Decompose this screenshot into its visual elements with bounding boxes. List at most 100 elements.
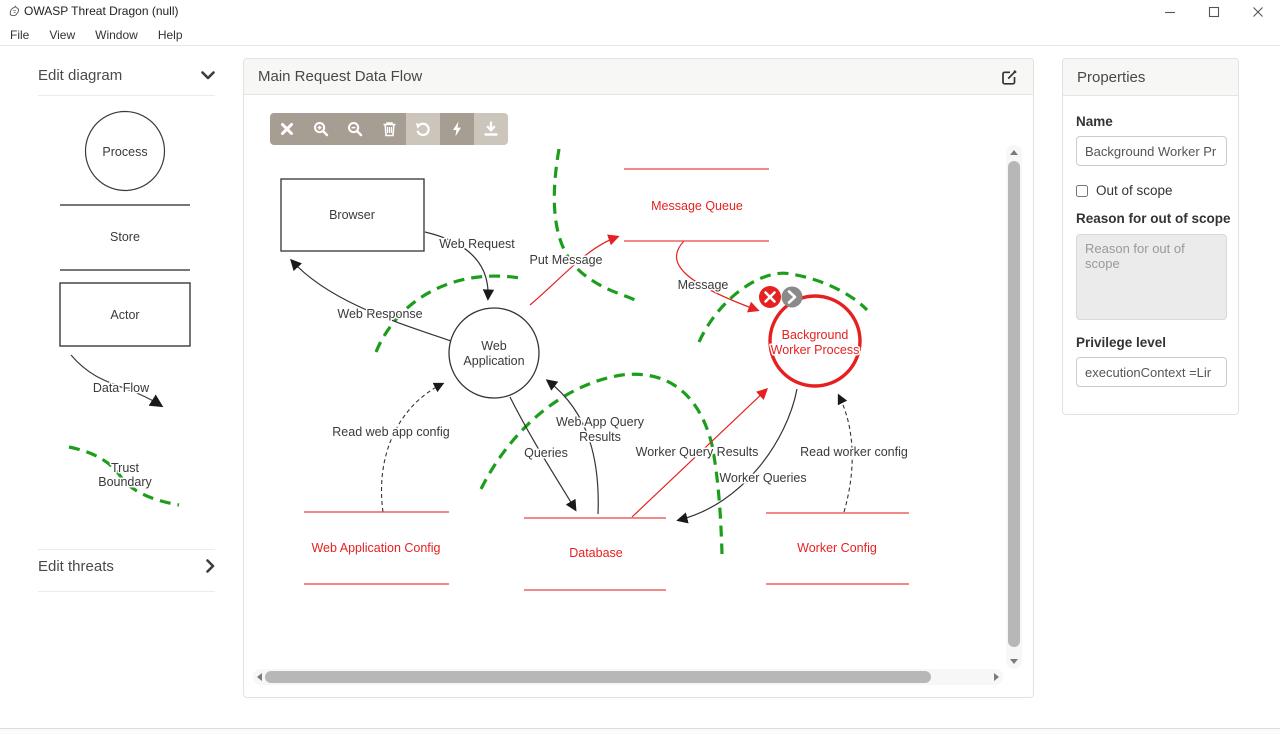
horizontal-scrollbar[interactable] — [253, 669, 1003, 685]
trust-boundary-3[interactable] — [697, 271, 869, 343]
edit-pencil-square-icon[interactable] — [1000, 68, 1018, 86]
window-controls — [1148, 0, 1280, 24]
maximize-button[interactable] — [1192, 0, 1236, 24]
svg-text:Actor: Actor — [110, 308, 139, 322]
flow-message[interactable] — [675, 240, 760, 313]
data-flow-diagram[interactable]: Browser Web Application Message Queue Ba… — [244, 145, 1006, 669]
privilege-level-input[interactable] — [1076, 357, 1227, 387]
trash-icon[interactable] — [372, 113, 406, 145]
link-element-button[interactable] — [781, 286, 803, 308]
scroll-up-arrow[interactable] — [1010, 150, 1018, 155]
stencil-data-flow[interactable]: Data Flow — [70, 354, 164, 408]
node-web-application[interactable]: Web Application — [448, 307, 540, 399]
edit-threats-header[interactable]: Edit threats — [38, 551, 215, 581]
close-icon[interactable] — [270, 113, 304, 145]
edit-diagram-label: Edit diagram — [38, 66, 123, 84]
flow-label: Worker Query Results — [636, 445, 759, 459]
properties-header: Properties — [1063, 59, 1238, 96]
svg-text:Store: Store — [110, 230, 140, 244]
node-worker-config[interactable]: Worker Config — [766, 512, 909, 585]
download-icon[interactable] — [474, 113, 508, 145]
reason-textarea[interactable] — [1076, 234, 1227, 320]
name-input[interactable] — [1076, 136, 1227, 166]
window-bottom-border — [0, 728, 1280, 734]
node-browser[interactable]: Browser — [280, 178, 425, 252]
flow-read-worker-config[interactable] — [837, 393, 853, 513]
svg-text:Worker Config: Worker Config — [797, 541, 877, 555]
lightning-icon[interactable] — [440, 113, 474, 145]
menu-file[interactable]: File — [10, 27, 30, 42]
svg-text:Background: Background — [782, 328, 849, 342]
stencil-trust-boundary[interactable]: Trust Boundary — [68, 445, 180, 507]
undo-icon[interactable] — [406, 113, 440, 145]
out-of-scope-row[interactable]: Out of scope — [1076, 183, 1173, 198]
node-message-queue[interactable]: Message Queue — [624, 168, 769, 242]
scroll-right-arrow[interactable] — [994, 673, 999, 681]
sidebar-divider — [38, 95, 215, 96]
sidebar-divider — [38, 549, 215, 550]
trust-boundary-2[interactable] — [374, 274, 521, 353]
trust-boundary-4[interactable] — [479, 372, 724, 555]
flow-label: Worker Queries — [719, 471, 806, 485]
chevron-down-icon — [201, 70, 215, 79]
diagram-canvas-panel: Main Request Data Flow — [243, 58, 1034, 698]
properties-panel: Properties Name Out of scope Reason for … — [1062, 58, 1239, 415]
close-window-button[interactable] — [1236, 0, 1280, 24]
flow-read-web-app-config[interactable] — [381, 382, 445, 513]
flow-web-response[interactable] — [290, 258, 452, 342]
stencil-palette: Process Store Actor Data Flow Trust Boun… — [59, 110, 191, 507]
title-bar: OWASP Threat Dragon (null) — [0, 0, 1280, 24]
delete-element-button[interactable] — [759, 286, 781, 308]
flow-worker-queries[interactable] — [676, 388, 798, 524]
flow-queries[interactable] — [509, 396, 577, 512]
node-database[interactable]: Database — [524, 517, 666, 591]
flow-label: Read web app config — [332, 425, 449, 439]
stencil-actor[interactable]: Actor — [59, 282, 191, 347]
flow-label: Web App Query — [556, 415, 645, 429]
flow-label: Read worker config — [800, 445, 908, 459]
chevron-right-icon — [206, 559, 215, 573]
menu-view[interactable]: View — [49, 27, 76, 42]
trust-boundary-1[interactable] — [552, 148, 636, 302]
diagram-title: Main Request Data Flow — [258, 68, 423, 85]
node-web-application-config[interactable]: Web Application Config — [304, 511, 449, 585]
flow-web-request[interactable] — [424, 231, 495, 301]
minimize-button[interactable] — [1148, 0, 1192, 24]
flow-label: Put Message — [530, 253, 603, 267]
menu-help[interactable]: Help — [157, 27, 183, 42]
menu-window[interactable]: Window — [95, 27, 138, 42]
flow-web-app-query-results[interactable] — [545, 379, 599, 515]
flow-label: Web Response — [337, 307, 422, 321]
svg-text:Application: Application — [463, 354, 524, 368]
stencil-store[interactable]: Store — [60, 204, 190, 271]
node-background-worker-process[interactable]: Background Worker Process — [768, 294, 862, 388]
name-label: Name — [1076, 114, 1113, 129]
svg-text:Worker Process: Worker Process — [771, 343, 860, 357]
out-of-scope-label: Out of scope — [1096, 183, 1173, 198]
svg-text:Data Flow: Data Flow — [93, 381, 150, 395]
canvas-header: Main Request Data Flow — [244, 59, 1033, 95]
edit-diagram-header[interactable]: Edit diagram — [38, 60, 215, 90]
stencil-process[interactable]: Process — [84, 110, 166, 192]
scroll-left-arrow[interactable] — [257, 673, 262, 681]
sidebar-divider — [38, 591, 215, 592]
flow-worker-query-results[interactable] — [631, 388, 769, 518]
svg-text:Database: Database — [569, 546, 623, 560]
flow-label: Message — [678, 278, 729, 292]
vertical-scrollbar-thumb[interactable] — [1008, 161, 1020, 647]
svg-text:Web: Web — [481, 339, 507, 353]
zoom-out-icon[interactable] — [338, 113, 372, 145]
horizontal-scrollbar-thumb[interactable] — [265, 671, 931, 683]
scroll-down-arrow[interactable] — [1010, 659, 1018, 664]
vertical-scrollbar[interactable] — [1006, 145, 1022, 669]
properties-title: Properties — [1077, 69, 1146, 86]
svg-text:Message Queue: Message Queue — [651, 199, 743, 213]
flow-put-message[interactable] — [529, 234, 620, 306]
svg-text:Trust: Trust — [111, 461, 140, 475]
zoom-in-icon[interactable] — [304, 113, 338, 145]
flow-label: Web Request — [439, 237, 515, 251]
out-of-scope-checkbox[interactable] — [1076, 184, 1088, 197]
flow-label: Results — [579, 430, 621, 444]
svg-text:Process: Process — [102, 145, 147, 159]
menu-bar: File View Window Help — [0, 24, 1280, 46]
